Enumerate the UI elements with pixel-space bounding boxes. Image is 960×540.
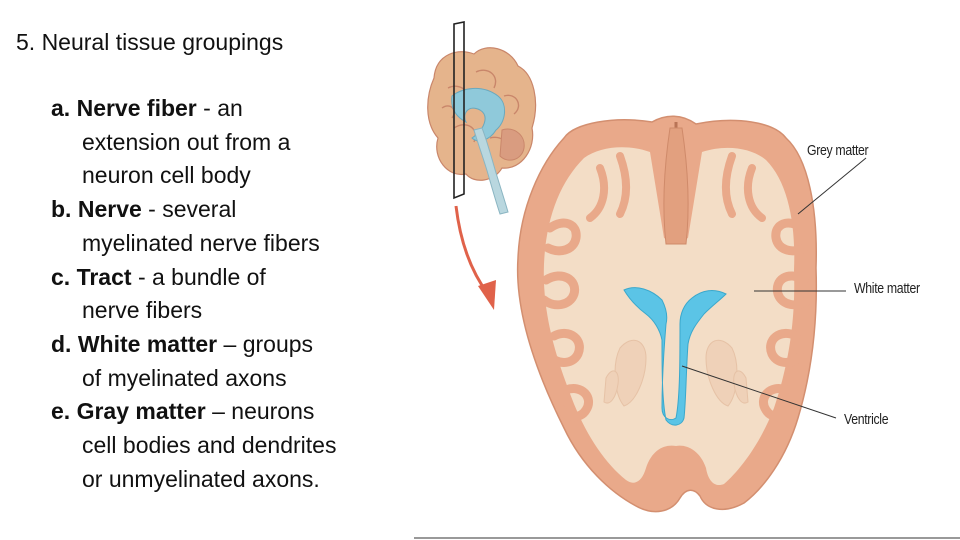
definition-text: neuron cell body — [51, 159, 411, 193]
definition-list: a. Nerve fiber - an extension out from a… — [51, 92, 411, 496]
arrow-icon — [456, 206, 488, 294]
definition-letter: a. — [51, 95, 70, 121]
definition-text: myelinated nerve fibers — [51, 227, 411, 261]
definition-term: Nerve fiber — [77, 95, 197, 121]
definition-white-matter: d. White matter – groups of myelinated a… — [51, 328, 411, 395]
definition-text: nerve fibers — [51, 294, 411, 328]
definition-tract: c. Tract - a bundle of nerve fibers — [51, 261, 411, 328]
slide-title: 5. Neural tissue groupings — [16, 29, 283, 56]
definition-text: – neurons — [206, 398, 315, 424]
definition-text: - several — [142, 196, 237, 222]
definition-letter: c. — [51, 264, 70, 290]
definition-text: – groups — [217, 331, 313, 357]
definition-text: extension out from a — [51, 126, 411, 160]
brain-figure: Grey matter White matter Ventricle — [414, 18, 960, 540]
definition-letter: d. — [51, 331, 71, 357]
definition-term: Nerve — [78, 196, 142, 222]
definition-gray-matter: e. Gray matter – neurons cell bodies and… — [51, 395, 411, 496]
definition-text: or unmyelinated axons. — [51, 463, 411, 497]
definition-text: - an — [197, 95, 243, 121]
label-ventricle: Ventricle — [844, 411, 888, 428]
brain-inset — [428, 48, 536, 214]
brain-section — [518, 116, 817, 511]
label-grey-matter: Grey matter — [807, 142, 868, 159]
brain-illustration — [414, 18, 960, 540]
definition-text: cell bodies and dendrites — [51, 429, 411, 463]
definition-term: Tract — [77, 264, 132, 290]
definition-letter: b. — [51, 196, 71, 222]
definition-term: Gray matter — [77, 398, 206, 424]
definition-text: of myelinated axons — [51, 362, 411, 396]
definition-text: - a bundle of — [132, 264, 266, 290]
definition-term: White matter — [78, 331, 217, 357]
definition-nerve: b. Nerve - several myelinated nerve fibe… — [51, 193, 411, 260]
label-white-matter: White matter — [854, 280, 920, 297]
definition-nerve-fiber: a. Nerve fiber - an extension out from a… — [51, 92, 411, 193]
definition-letter: e. — [51, 398, 70, 424]
